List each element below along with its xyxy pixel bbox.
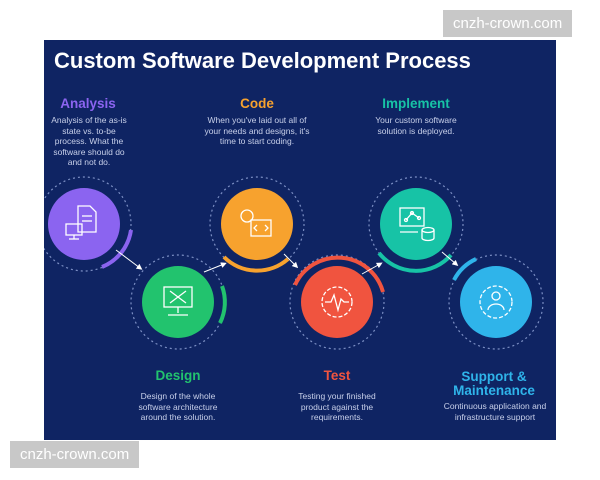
watermark-bottom: cnzh-crown.com: [10, 441, 140, 468]
infographic-title: Custom Software Development Process: [54, 48, 471, 73]
step-design-heading: Design: [155, 368, 201, 383]
step-analysis-description: Analysis of the as-is state vs. to-be pr…: [51, 115, 127, 167]
process-infographic: Custom Software Development Process: [44, 40, 556, 440]
step-implement-heading: Implement: [382, 96, 450, 111]
step-code-heading: Code: [240, 96, 274, 111]
step-design-description: Design of the whole software architectur…: [138, 391, 218, 422]
server-network-icon: [399, 207, 435, 242]
step-implement-node: [368, 176, 464, 273]
support-person-gear-icon: [479, 285, 513, 319]
step-analysis-heading: Analysis: [60, 96, 116, 111]
step-code-node: [209, 176, 305, 273]
watermark-top: cnzh-crown.com: [443, 10, 573, 37]
step-code-description: When you've laid out all of your needs a…: [204, 115, 310, 146]
step-test-heading: Test: [323, 368, 351, 383]
code-window-gear-icon: [240, 209, 272, 237]
design-tools-monitor-icon: [163, 286, 193, 316]
step-test-node: [289, 254, 385, 350]
step-analysis-node: [44, 176, 133, 272]
process-arrows: [115, 249, 459, 275]
step-test-description: Testing your finished product against th…: [298, 391, 376, 422]
step-support-heading: Support & Maintenance: [453, 369, 535, 398]
step-implement-description: Your custom software solution is deploye…: [375, 115, 457, 136]
process-diagram: [44, 176, 544, 350]
test-gear-pulse-icon: [321, 286, 353, 318]
step-support-description: Continuous application and infrastructur…: [443, 401, 547, 422]
step-support-node: [448, 254, 544, 350]
step-design-node: [130, 254, 227, 350]
document-computer-icon: [65, 205, 97, 240]
